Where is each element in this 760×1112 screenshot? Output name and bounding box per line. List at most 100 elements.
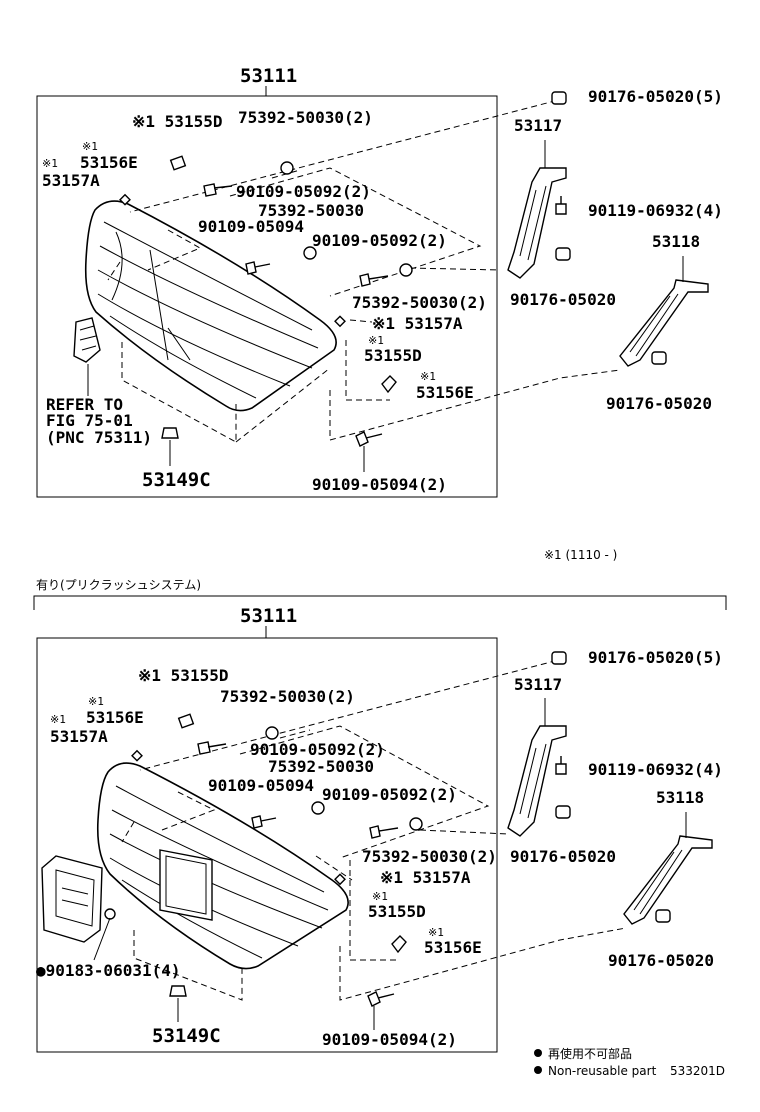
bottom-label-53117: 53117 [514,675,562,694]
screw-icon [251,815,277,829]
bottom-diagram: 53111 [36,605,723,1053]
clip-icon [169,155,187,171]
bottom-label-90176-05020-5: 90176-05020(5) [588,648,723,667]
top-emblem [73,317,101,363]
top-label-90176-05020-b: 90176-05020 [606,394,712,413]
variant-header: 有り(プリクラッシュシステム) [36,578,201,592]
screw-icon [355,431,383,447]
top-bracket-53117 [507,140,567,279]
top-dash-upper [129,97,567,213]
bottom-sensor-emblem [41,855,103,943]
screw-icon [197,741,227,755]
nut-icon [311,801,325,815]
screw-icon [555,756,567,775]
top-label-53157A: 53157A [42,171,100,190]
bottom-label-53156E-mark-b: ※1 [428,926,444,939]
bottom-label-53156E: 53156E [86,708,144,727]
top-bracket-53118 [619,256,709,367]
top-label-53155D-mark: ※1 [368,334,384,347]
top-label-90109-05094-2: 90109-05094(2) [312,475,447,494]
non-reusable-bullet [534,1049,542,1057]
top-label-53149C: 53149C [142,469,211,491]
bottom-label-90109-05092-2b: 90109-05092(2) [322,785,457,804]
bottom-label-90109-05094-2: 90109-05094(2) [322,1030,457,1049]
top-label-53155D: ※1 53155D [132,112,222,131]
top-label-90109-05094: 90109-05094 [198,217,304,236]
clip-icon [131,749,143,762]
bottom-main-label: 53111 [240,605,297,627]
top-label-53156E-b: 53156E [416,383,474,402]
clip-icon [651,351,667,365]
nut-icon [409,817,423,831]
bottom-label-53155D-mark: ※1 [372,890,388,903]
bottom-dash-lines [121,725,627,1001]
top-label-90176-05020-5: 90176-05020(5) [588,87,723,106]
clip-icon [334,873,346,886]
screw-icon [367,991,395,1007]
bottom-bracket-53117 [507,698,567,837]
clip-icon [391,935,407,954]
bottom-label-53118: 53118 [656,788,704,807]
top-label-53156E: 53156E [80,153,138,172]
screw-icon [359,273,389,287]
top-label-53157A-b: ※1 53157A [372,314,463,333]
non-reusable-en: Non-reusable part [548,1064,657,1078]
screw-icon [245,261,271,275]
screw-icon [555,196,567,215]
bottom-label-90176-05020-a: 90176-05020 [510,847,616,866]
top-fasteners [119,91,667,447]
top-refer-line1: REFER TO [46,395,123,414]
footer-legend: 再使用不可部品 Non-reusable part 533201D [534,1046,725,1078]
figure-code: 533201D [670,1064,725,1078]
top-main-label: 53111 [240,65,297,87]
clip-icon [161,427,179,439]
bottom-label-53157A: 53157A [50,727,108,746]
clip-icon [555,805,571,819]
top-refer-line3: (PNC 75311) [46,428,152,447]
bottom-label-90176-05020-b: 90176-05020 [608,951,714,970]
top-label-90109-05092-2a: 90109-05092(2) [236,182,371,201]
screw-icon [104,908,116,920]
bottom-label-90109-05092-2a: 90109-05092(2) [250,740,385,759]
top-label-53118: 53118 [652,232,700,251]
clip-icon [551,91,567,105]
top-diagram: 53111 [36,65,723,498]
clip-icon [655,909,671,923]
bottom-label-75392-50030: 75392-50030 [268,757,374,776]
clip-icon [381,375,397,394]
top-label-75392-50030-2a: 75392-50030(2) [238,108,373,127]
bottom-label-53157A-mark: ※1 [50,713,66,726]
nut-icon [399,263,413,277]
bottom-label-75392-50030-2b: 75392-50030(2) [362,847,497,866]
bottom-label-90119-06932: 90119-06932(4) [588,760,723,779]
bottom-bracket-53118 [623,812,713,925]
nut-icon [303,246,317,260]
top-label-90176-05020-a: 90176-05020 [510,290,616,309]
clip-icon [551,651,567,665]
screw-icon [369,825,399,839]
bottom-frame [36,637,498,1053]
top-label-90109-05092-2b: 90109-05092(2) [312,231,447,250]
top-label-53156E-mark: ※1 [82,140,98,153]
top-label-75392-50030-2b: 75392-50030(2) [352,293,487,312]
bottom-label-90109-05094: 90109-05094 [208,776,314,795]
bottom-dash-upper [139,657,567,771]
bottom-grille [96,762,349,970]
clip-icon [334,315,346,328]
top-label-53117: 53117 [514,116,562,135]
clip-icon [169,985,187,997]
top-frame [36,95,498,498]
top-label-53157A-mark: ※1 [42,157,58,170]
nut-icon [280,161,294,175]
top-grille [84,200,337,412]
nut-icon [265,726,279,740]
top-label-53155D-b: 53155D [364,346,422,365]
top-label-75392-50030: 75392-50030 [258,201,364,220]
bottom-label-53149C: 53149C [152,1025,221,1047]
top-label-53156E-mark-b: ※1 [420,370,436,383]
non-reusable-jp: 再使用不可部品 [548,1046,632,1061]
clip-icon [177,713,195,729]
top-label-90119-06932: 90119-06932(4) [588,201,723,220]
non-reusable-bullet [534,1066,542,1074]
